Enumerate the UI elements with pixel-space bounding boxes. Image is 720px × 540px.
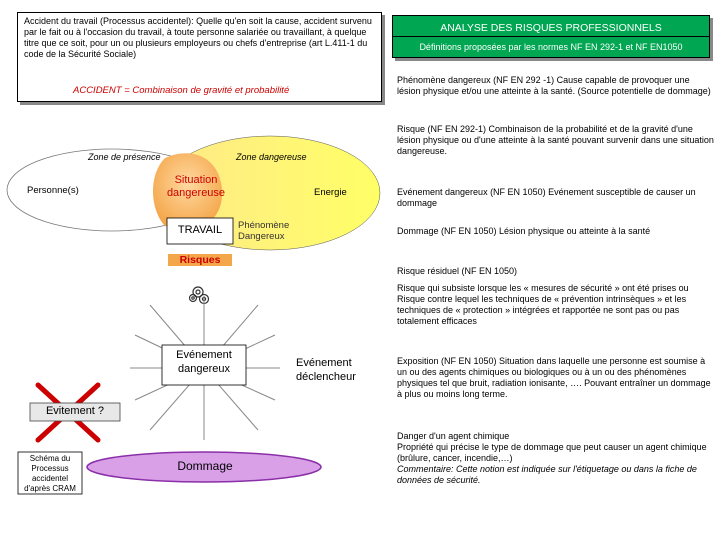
evenement-dangereux-box [161,344,247,386]
definition-danger-text: Propriété qui précise le type de dommage… [397,442,707,463]
definition-danger-comment: Commentaire: Cette notion est indiquée s… [397,464,697,485]
risques-bar [168,254,232,266]
zone-dangereuse-label: Zone dangereuse [236,152,307,162]
personne-label: Personne(s) [27,185,79,196]
evenement-declencheur-label: Evénement déclencheur [296,357,356,383]
travail-box [166,217,234,245]
page-subtitle: Définitions proposées par les normes NF … [392,36,710,58]
evenement-dangereux-label: Evénement dangereux [176,349,232,375]
definition-phenomene: Phénomène dangereux (NF EN 292 -1) Cause… [397,75,711,96]
dommage-ellipse [86,451,322,483]
definition-danger-agent-chimique: Danger d'un agent chimique Propriété qui… [397,431,715,486]
gears-icon [188,286,210,305]
evitement-label: Evitement ? [45,405,105,417]
evitement-box [29,402,121,422]
accident-formula: ACCIDENT = Combinaison de gravité et pro… [73,85,290,96]
accident-definition-text: Accident du travail (Processus accidente… [24,16,372,59]
risques-label: Risques [179,254,221,266]
zone-presence-label: Zone de présence [88,152,161,162]
situation-dangereuse-overlap [152,153,223,230]
definition-dommage: Dommage (NF EN 1050) Lésion physique ou … [397,226,651,236]
schema-box [17,451,83,495]
travail-label: TRAVAIL [177,224,223,236]
situation-dangereuse-label: Situation dangereuse [166,174,226,199]
definition-evenement: Evénement dangereux (NF EN 1050) Evéneme… [397,187,696,208]
definition-risque-residuel-title: Risque résiduel (NF EN 1050) [397,266,518,276]
definition-risque: Risque (NF EN 292-1) Combinaison de la p… [397,124,714,156]
phenomene-label: Phénomène Dangereux [238,220,290,242]
energie-label: Energie [314,187,347,198]
definition-exposition: Exposition (NF EN 1050) Situation dans l… [397,356,711,399]
schema-label: Schéma du Processus accidentel d'après C… [24,454,76,493]
definition-danger-heading: Danger d'un agent chimique [397,431,510,441]
dommage-label: Dommage [177,459,233,473]
accident-definition-box: Accident du travail (Processus accidente… [17,12,382,102]
definition-risque-residuel: Risque qui subsiste lorsque les « mesure… [397,283,689,326]
